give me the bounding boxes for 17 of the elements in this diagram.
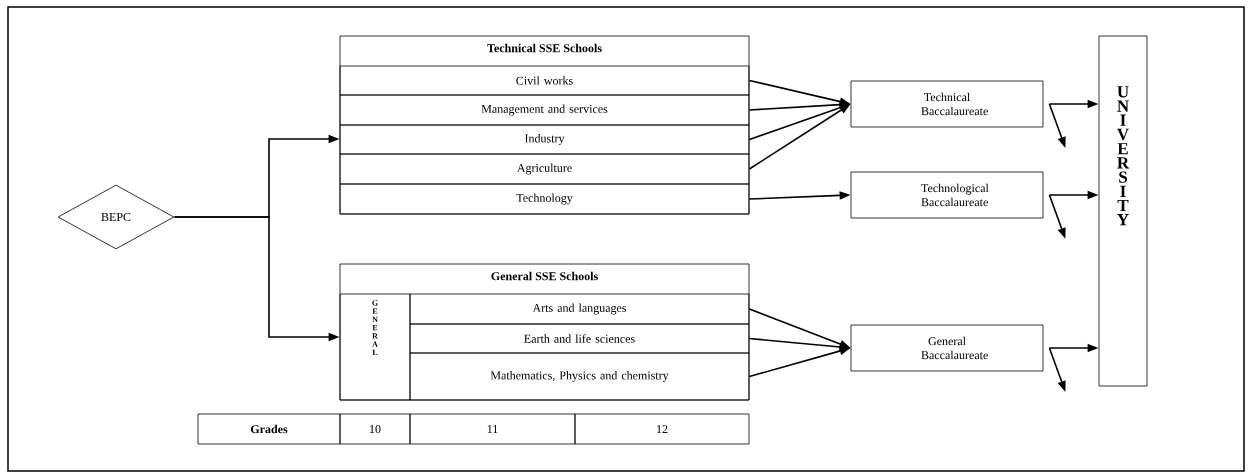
table-row: Earth and life sciences (409, 323, 750, 354)
table-row: Industry (339, 124, 750, 155)
process-box: Technological Baccalaureate (850, 171, 1044, 219)
table-row: Civil works (339, 65, 750, 96)
process-box: UNIVERSITY (1098, 35, 1148, 387)
table-cell: 11 (409, 413, 576, 445)
table-cell: Grades (197, 413, 341, 445)
process-box: General Baccalaureate (850, 324, 1044, 372)
table-cell: GENERAL (339, 293, 411, 401)
table-row: Arts and languages (409, 293, 750, 325)
table-row: Technology (339, 183, 750, 215)
table-row: Mathematics, Physics and chemistry (409, 352, 750, 401)
table-cell: 10 (339, 413, 411, 445)
process-box: Technical Baccalaureate (850, 80, 1044, 128)
table-cell: 12 (574, 413, 750, 445)
table-row: Management and services (339, 94, 750, 126)
table-row: Agriculture (339, 153, 750, 185)
